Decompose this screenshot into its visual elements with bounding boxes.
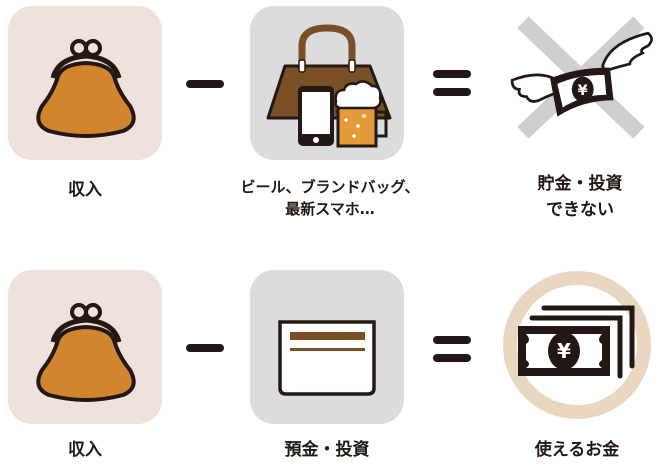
income-tile-row1 xyxy=(8,6,162,160)
purse-icon xyxy=(36,39,136,138)
equals-operator-row2 xyxy=(433,336,471,362)
result-label-row2: 使えるお金 xyxy=(534,440,620,460)
income-label-row2: 収入 xyxy=(68,440,102,460)
result-label-row1-line2: できない xyxy=(546,200,614,220)
bankbook-icon xyxy=(278,320,376,396)
equals-operator-row1 xyxy=(433,70,471,96)
banknotes-circle-icon: ¥ xyxy=(503,271,651,419)
minus-operator-row1 xyxy=(186,80,224,88)
bag-phone-beer-icon xyxy=(266,24,392,148)
savings-label-row2: 預金・投資 xyxy=(284,440,370,460)
income-tile-row2 xyxy=(8,270,162,424)
svg-text:¥: ¥ xyxy=(557,339,571,363)
spending-tile-row1 xyxy=(250,6,404,160)
minus-operator-row2 xyxy=(186,344,224,352)
spending-label-row1-line1: ビール、ブランドバッグ、 xyxy=(240,178,420,196)
flying-money-crossed-icon: ¥ xyxy=(510,16,653,139)
savings-tile-row2 xyxy=(250,270,404,424)
spending-label-row1-line2: 最新スマホ… xyxy=(285,200,375,218)
result-label-row1-line1: 貯金・投資 xyxy=(537,174,623,194)
purse-icon xyxy=(36,303,136,402)
svg-text:¥: ¥ xyxy=(578,83,588,99)
income-label-row1: 収入 xyxy=(68,180,102,200)
